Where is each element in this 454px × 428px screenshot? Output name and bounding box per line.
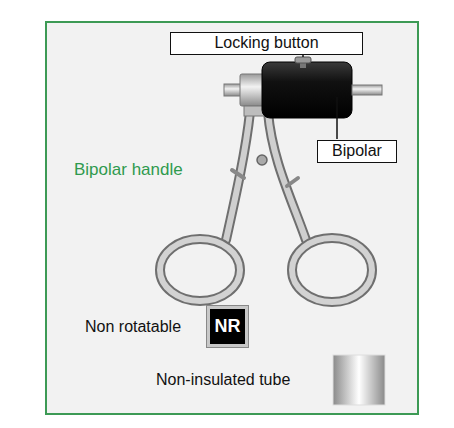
leader-line: [336, 97, 338, 139]
callout-box: Locking button: [170, 32, 363, 55]
button-stem: [300, 63, 306, 68]
leader-line: [302, 55, 304, 57]
figure-title: Bipolar handle: [74, 160, 183, 180]
callout-text: NR: [215, 316, 241, 337]
front-nozzle: [224, 84, 242, 96]
green-frame: [46, 22, 418, 414]
handle-arm-outline: [268, 112, 306, 240]
callout-text: Locking button: [214, 34, 318, 52]
bipolar-cylinder: [262, 62, 352, 118]
finger-ring-outline: [160, 239, 240, 301]
bipolar-rod: [352, 85, 382, 95]
locking-button-knob: [295, 57, 311, 63]
finger-ring: [160, 239, 240, 301]
tube-swatch: [333, 355, 385, 405]
symbol-caption: Non-insulated tube: [156, 371, 290, 389]
symbol-caption: Non rotatable: [85, 318, 181, 336]
handle-arm: [268, 112, 306, 240]
front-collar: [240, 74, 264, 106]
callout-text: Bipolar: [332, 142, 382, 160]
pivot-screw: [257, 155, 267, 165]
callout-box: Bipolar: [317, 140, 397, 163]
ratchet-spur: [232, 170, 298, 186]
nr-symbol: NR: [207, 306, 248, 347]
finger-ring-outline: [292, 238, 372, 302]
finger-ring: [292, 238, 372, 302]
